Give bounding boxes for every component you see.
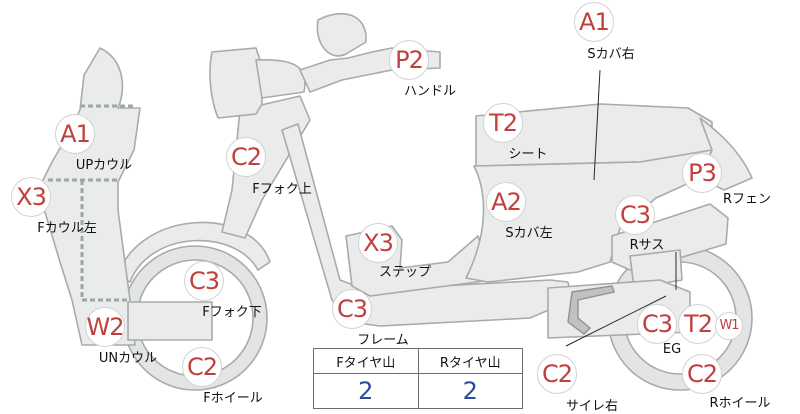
- badge-c3-frame: C3: [332, 289, 372, 329]
- rear-tire-header: Rタイヤ山: [417, 348, 523, 374]
- badge-c3-rsus: C3: [615, 195, 655, 235]
- front-tire-value: 2: [313, 373, 419, 409]
- front-tire-header: Fタイヤ山: [313, 348, 419, 374]
- badge-c2-rwheel: C2: [682, 354, 722, 394]
- exhaust-pipe: [567, 285, 615, 335]
- label-w2: UNカウル: [98, 351, 158, 366]
- tire-tread-header-row: Fタイヤ山 Rタイヤ山: [313, 348, 523, 374]
- tire-tread-table: Fタイヤ山 Rタイヤ山 2 2: [313, 348, 523, 409]
- badge-p3: P3: [682, 153, 722, 193]
- front-cowl: [37, 47, 141, 346]
- label-c2-fwheel: Fホイール: [203, 391, 263, 406]
- badge-c3-forklow: C3: [184, 261, 224, 301]
- badge-c2-fork: C2: [226, 137, 266, 177]
- label-c2-rwheel: Rホイール: [709, 396, 771, 411]
- badge-x3-step: X3: [358, 223, 398, 263]
- label-c2-fork: Fフォク上: [252, 182, 312, 197]
- front-fender: [117, 221, 271, 283]
- label-p2: ハンドル: [403, 84, 457, 99]
- label-a1-left: UPカウル: [75, 158, 133, 173]
- badge-c2-fwheel: C2: [182, 347, 222, 387]
- badge-t2-seat: T2: [483, 103, 523, 143]
- label-t2-seat: シート: [508, 147, 548, 162]
- mirror: [316, 12, 367, 57]
- badge-c3-eg: C3: [637, 304, 677, 344]
- headlight: [209, 47, 263, 119]
- label-c3-eg: EG: [662, 342, 682, 357]
- label-p3: Rフェン: [722, 192, 772, 207]
- badge-x3-cowl: X3: [11, 177, 51, 217]
- rear-tire-value: 2: [417, 373, 523, 409]
- badge-t2-eg: T2: [678, 304, 718, 344]
- side-cover: [465, 149, 713, 283]
- label-a1-top: Sカバ右: [587, 47, 635, 62]
- tire-tread-value-row: 2 2: [313, 373, 523, 409]
- label-x3-step: ステップ: [378, 265, 432, 280]
- label-c3-forklow: Fフォク下: [202, 305, 262, 320]
- label-c3-frame: フレーム: [357, 333, 409, 348]
- fork-lower: [127, 301, 213, 341]
- badge-w1: W1: [715, 312, 743, 340]
- badge-a2: A2: [486, 182, 526, 222]
- badge-a1-left: A1: [55, 114, 95, 154]
- rear-suspension: [611, 203, 729, 271]
- badge-w2: W2: [85, 307, 125, 347]
- label-c3-rsus: Rサス: [629, 238, 665, 253]
- label-c2-muffler: サイレ右: [565, 399, 619, 414]
- badge-c2-muffler: C2: [537, 354, 577, 394]
- label-x3-cowl: Fカウル左: [37, 221, 97, 236]
- badge-a1-top: A1: [574, 2, 614, 42]
- badge-p2: P2: [389, 40, 429, 80]
- label-a2: Sカバ左: [505, 226, 553, 241]
